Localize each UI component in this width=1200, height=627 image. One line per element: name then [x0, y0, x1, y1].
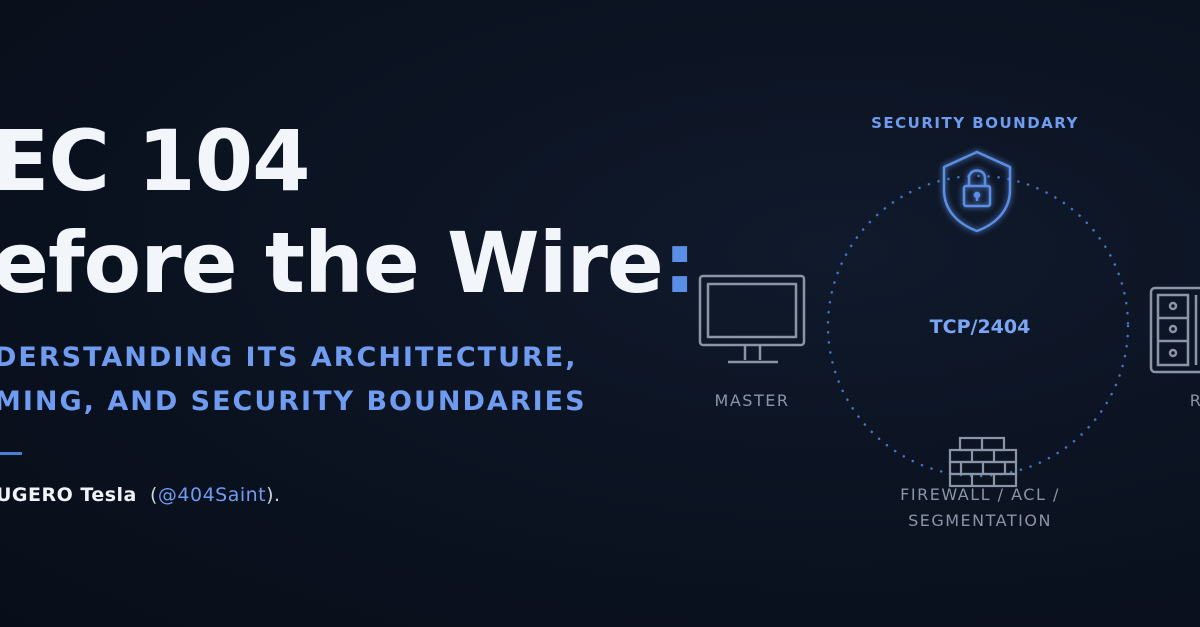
title-line-2-text: efore the Wire	[0, 214, 664, 312]
byline-open-paren: (	[149, 484, 158, 506]
accent-divider	[0, 452, 22, 455]
server-rack-icon	[1149, 286, 1200, 374]
security-boundary-label: SECURITY BOUNDARY	[871, 114, 1079, 132]
author-byline: UGERO Tesla (@404Saint).	[0, 484, 281, 506]
protocol-label: TCP/2404	[930, 316, 1031, 338]
subtitle-line-2: MING, AND SECURITY BOUNDARIES	[0, 386, 587, 417]
subtitle-line-1: DERSTANDING ITS ARCHITECTURE,	[0, 342, 578, 373]
title-line-1: EC 104	[0, 112, 311, 210]
page-title: EC 104 efore the Wire:	[0, 110, 697, 314]
author-name: UGERO Tesla	[0, 484, 137, 506]
firewall-label-line-2: SEGMENTATION	[908, 511, 1052, 530]
brick-firewall-icon	[948, 436, 1018, 488]
remote-label: R	[1190, 391, 1200, 410]
title-colon: :	[662, 214, 697, 312]
author-handle[interactable]: @404Saint	[157, 484, 267, 506]
subtitle: DERSTANDING ITS ARCHITECTURE, MING, AND …	[0, 336, 587, 424]
title-line-2: efore the Wire:	[0, 212, 697, 314]
shield-lock-icon	[942, 150, 1012, 233]
master-label: MASTER	[715, 391, 790, 410]
monitor-icon	[698, 274, 806, 364]
byline-close-paren: ).	[266, 484, 281, 506]
firewall-label-line-1: FIREWALL / ACL /	[900, 485, 1060, 504]
